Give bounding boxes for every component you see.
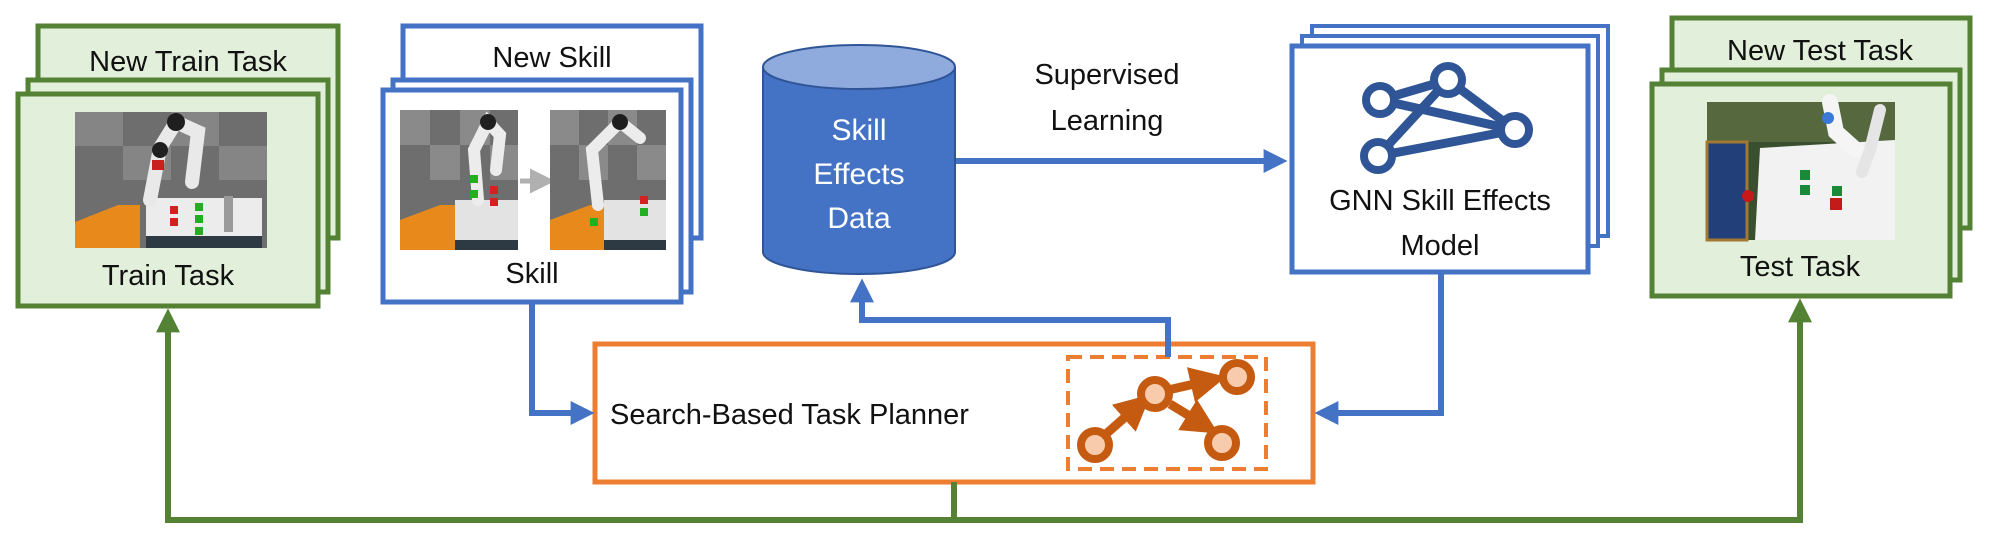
skill-effects-database: Skill Effects Data [762, 44, 956, 275]
gnn-label-line2: Model [1401, 230, 1480, 262]
train-task-stack: New Train Task Train Task [15, 23, 341, 309]
database-cylinder-top [762, 44, 956, 90]
new-train-task-label: New Train Task [89, 46, 287, 78]
test-task-stack: New Test Task Test Task [1649, 15, 1973, 299]
database-label-line2: Effects [813, 158, 904, 191]
gnn-to-planner-arrow [1314, 274, 1444, 425]
skill-stack: New Skill [380, 23, 704, 305]
task-planner: Search-Based Task Planner [592, 341, 1316, 485]
skill-before-image [400, 110, 518, 250]
skill-label: Skill [505, 258, 558, 290]
new-skill-label: New Skill [492, 42, 611, 74]
supervised-label-line2: Learning [1051, 105, 1164, 137]
planner-to-test-task-arrow [954, 298, 1812, 523]
planner-to-train-task-arrow [156, 308, 954, 523]
skill-after-image [550, 110, 666, 250]
search-tree-icon [1066, 355, 1268, 471]
database-cylinder-body [762, 67, 956, 275]
supervised-label-line1: Supervised [1034, 59, 1179, 91]
train-task-label: Train Task [102, 260, 235, 292]
train-task-sim-image [75, 112, 267, 248]
gnn-model-stack: GNN Skill Effects Model [1289, 24, 1610, 275]
gnn-label-line1: GNN Skill Effects [1329, 185, 1551, 217]
database-label-line3: Data [827, 202, 891, 235]
planner-label: Search-Based Task Planner [610, 399, 969, 431]
planner-to-database-arrow [850, 278, 1171, 357]
graph-network-icon [1360, 62, 1533, 174]
test-task-photo [1705, 94, 1895, 242]
test-task-label: Test Task [1740, 251, 1861, 283]
new-test-task-label: New Test Task [1727, 35, 1913, 67]
database-label-line1: Skill [831, 114, 886, 147]
skill-to-planner-arrow [529, 302, 595, 425]
